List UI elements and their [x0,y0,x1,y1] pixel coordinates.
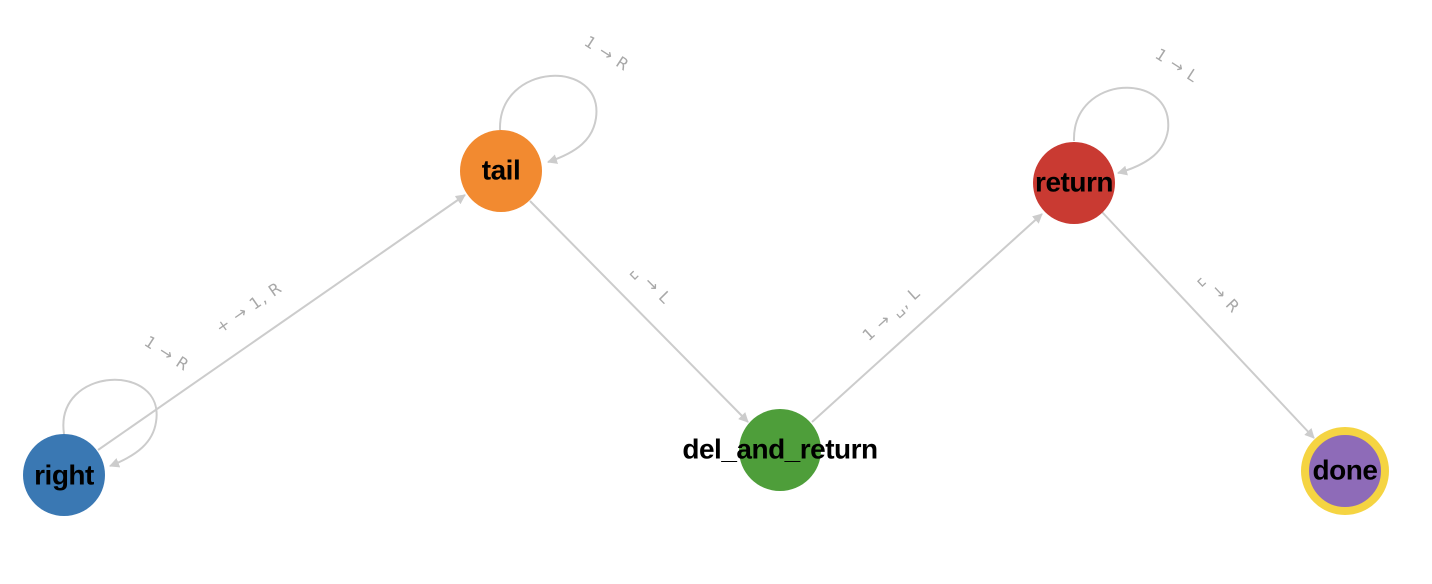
edge-label-return-self-loop: 1 → L [1152,44,1202,86]
state-tail-label: tail [482,155,520,186]
state-del-and-return[interactable]: del_and_return [682,409,878,491]
state-done-label: done [1313,455,1378,486]
edge-return-self-loop[interactable] [1072,86,1170,176]
edges: 1 → R + → 1, R 1 → R ␣ → L 1 → ␣, L 1 → … [62,32,1315,468]
edge-tail-self-loop[interactable] [498,75,598,164]
edge-return-to-done[interactable] [1101,211,1315,439]
state-return[interactable]: return [1033,142,1115,224]
state-done[interactable]: done [1301,427,1389,515]
edge-label-tail-self-loop: 1 → R [581,32,633,75]
edge-del-and-return-to-return[interactable] [811,213,1043,423]
nodes: right tail del_and_return return done [23,130,1389,516]
state-tail-circle[interactable] [460,130,542,212]
state-del-and-return-label: del_and_return [682,434,877,465]
edge-right-self-loop[interactable] [62,379,158,468]
state-return-label: return [1035,167,1113,198]
edge-label-return-to-done: ␣ → R [1196,268,1244,317]
edge-tail-to-del-and-return[interactable] [529,200,749,423]
state-del-and-return-circle[interactable] [739,409,821,491]
edge-right-to-tail[interactable] [97,194,466,451]
state-tail[interactable]: tail [460,130,542,212]
edge-label-right-self-loop: 1 → R [141,332,193,375]
state-right-label: right [34,460,94,491]
edge-label-tail-to-del-and-return: ␣ → L [628,261,675,308]
state-right-circle[interactable] [23,434,105,516]
edge-label-del-and-return-to-return: 1 → ␣, L [859,283,924,345]
state-return-circle[interactable] [1033,142,1115,224]
state-done-accept-ring [1301,427,1389,515]
state-right[interactable]: right [23,434,105,516]
